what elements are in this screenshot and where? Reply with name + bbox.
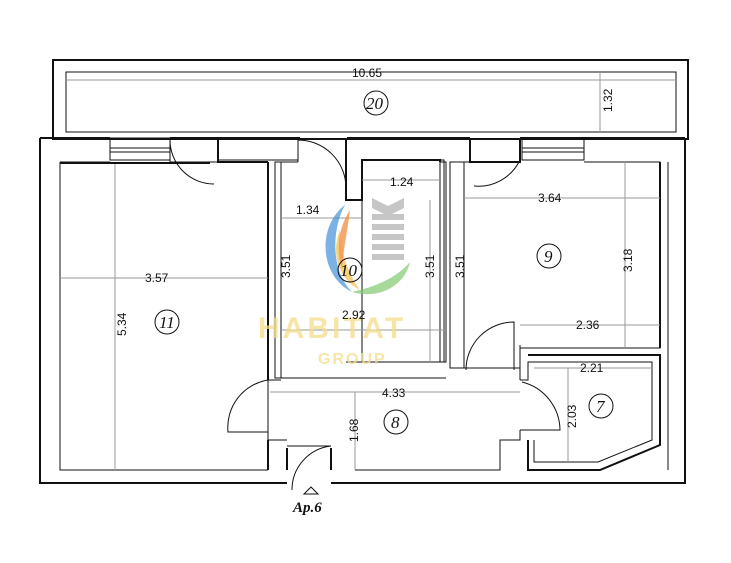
- door-room-7: [520, 381, 561, 431]
- apartment-label: Ap.6: [292, 500, 322, 516]
- svg-text:10: 10: [340, 261, 358, 280]
- door-hall-left: [227, 379, 269, 433]
- dim-balcony-depth: 1.32: [601, 88, 615, 112]
- svg-text:7: 7: [596, 397, 606, 416]
- room-label-9: 9: [536, 243, 562, 269]
- dim-room11-depth: 5.34: [115, 312, 129, 336]
- dim-hall-depth: 1.68: [347, 418, 361, 442]
- dim-room9-depth: 3.18: [621, 248, 635, 272]
- dim-room10-width: 2.92: [342, 308, 366, 322]
- door-entrance: [287, 445, 332, 491]
- window-right: [521, 137, 585, 161]
- svg-text:20: 20: [366, 94, 384, 113]
- dim-room7-width: 2.21: [580, 361, 604, 375]
- window-left: [109, 137, 171, 161]
- door-room-9-hall: [465, 321, 515, 371]
- watermark-sub: GROUP: [318, 351, 387, 368]
- dim-hall-width: 4.33: [382, 386, 406, 400]
- door-room-9: [473, 140, 521, 187]
- room-label-8: 8: [383, 409, 409, 435]
- habitat-logo: [325, 198, 410, 295]
- svg-text:8: 8: [391, 413, 400, 432]
- room-label-10: 10: [337, 257, 363, 283]
- dim-room10-inner-a: 1.34: [296, 203, 320, 217]
- measure-lines: [60, 72, 676, 470]
- room-9-walls: [449, 138, 661, 380]
- room-11-walls: [60, 138, 298, 470]
- dim-room10-depth-left: 3.51: [279, 254, 293, 278]
- dim-room10-depth-far: 3.51: [453, 254, 467, 278]
- room-label-11: 11: [154, 309, 180, 335]
- dim-room10-inner-b: 1.24: [390, 175, 414, 189]
- entrance-arrow-icon: [302, 486, 320, 495]
- door-room-11: [169, 139, 215, 185]
- dim-room10-depth-right: 3.51: [423, 254, 437, 278]
- dim-balcony-width: 10.65: [352, 66, 382, 80]
- room-10-walls: [274, 138, 447, 379]
- room-label-7: 7: [588, 393, 614, 419]
- dim-room9-width: 3.64: [538, 191, 562, 205]
- svg-text:11: 11: [159, 313, 175, 332]
- outer-walls: [39, 137, 686, 484]
- watermark-name: HABITAT: [258, 312, 406, 345]
- dim-room9-lower-width: 2.36: [576, 318, 600, 332]
- dim-room7-depth: 2.03: [565, 404, 579, 428]
- hall-walls: [232, 378, 521, 471]
- dim-room11-width: 3.57: [145, 271, 169, 285]
- door-room-10: [297, 139, 347, 189]
- room-label-20: 20: [363, 90, 389, 116]
- room-7-walls: [520, 354, 661, 471]
- svg-text:9: 9: [544, 247, 553, 266]
